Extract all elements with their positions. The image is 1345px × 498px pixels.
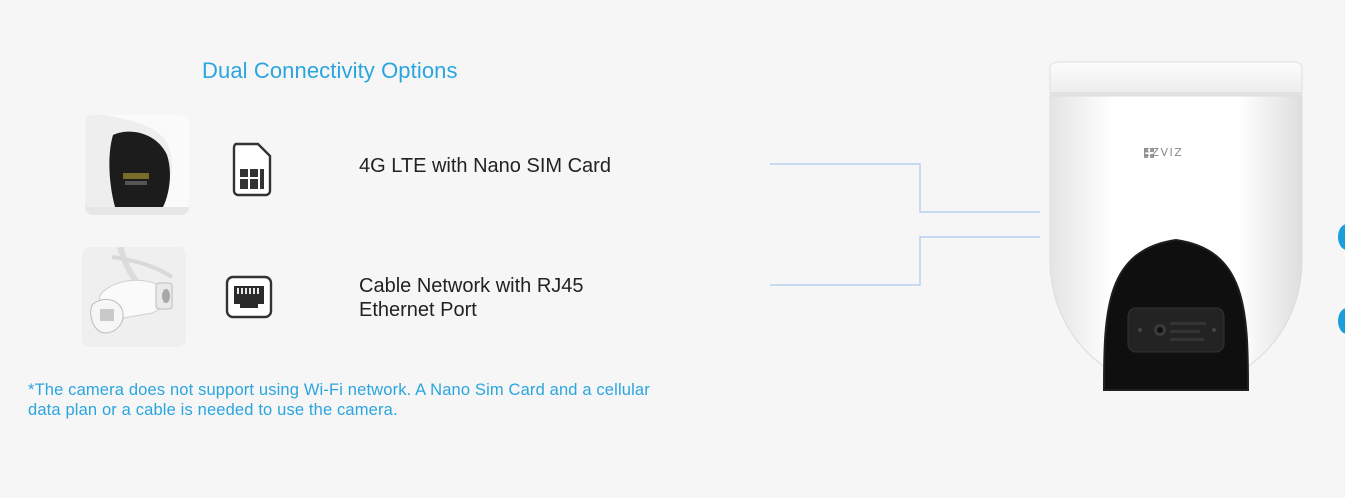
connector-line-sim [770, 163, 1040, 213]
section-title: Dual Connectivity Options [202, 58, 458, 83]
ethernet-cable-photo [82, 247, 186, 347]
sim-card-icon [228, 141, 276, 197]
carousel-dot[interactable] [1338, 224, 1345, 250]
camera-illustration [1049, 61, 1303, 391]
sim-slot-photo [85, 115, 189, 215]
brand-logo: EZVIZ [1143, 146, 1184, 159]
option-cable-network-label: Cable Network with RJ45 Ethernet Port [359, 275, 584, 321]
connector-line-cable [770, 236, 1040, 286]
carousel-dot[interactable] [1338, 308, 1345, 334]
option-4g-lte-label: 4G LTE with Nano SIM Card [359, 155, 611, 177]
rj45-port-icon [224, 272, 276, 324]
wifi-disclaimer: *The camera does not support using Wi-Fi… [28, 381, 650, 419]
